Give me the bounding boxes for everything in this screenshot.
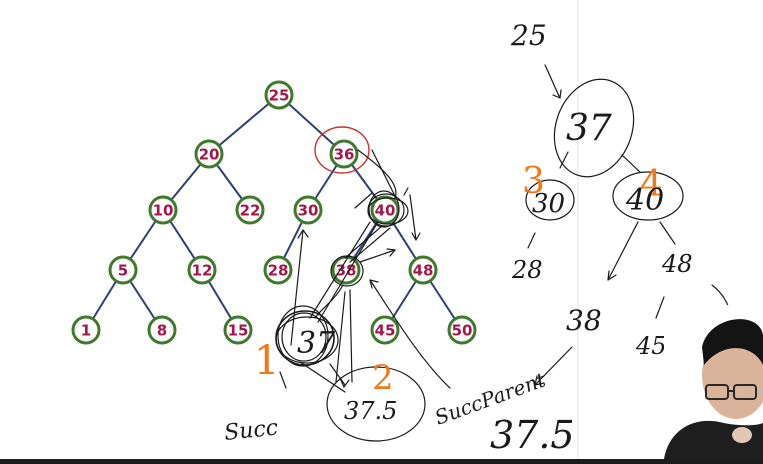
- tree-node-8: 8: [147, 315, 177, 345]
- tree-node-label: 28: [268, 262, 289, 280]
- right-label-37-5: 37.5: [490, 413, 575, 457]
- tree-node-label: 48: [413, 262, 434, 280]
- label-inserted-value: 37.5: [344, 397, 397, 425]
- tree-node-circle: [147, 315, 177, 345]
- tree-node-10: 10: [148, 195, 178, 225]
- tree-node-25: 25: [264, 80, 294, 110]
- tree-node-label: 50: [452, 322, 473, 340]
- tree-edges: [85, 94, 463, 331]
- tree-edge: [278, 94, 345, 155]
- tree-node-label: 15: [228, 322, 249, 340]
- tree-node-circle: [194, 139, 224, 169]
- tree-node-label: 45: [375, 322, 396, 340]
- tree-node-20: 20: [194, 139, 224, 169]
- tree-node-circle: [293, 195, 323, 225]
- tree-node-label: 5: [118, 262, 128, 280]
- circle-right-37: [553, 78, 635, 178]
- tree-node-circle: [263, 255, 293, 285]
- step-label-1: 1: [254, 338, 279, 384]
- tree-node-40: 40: [370, 195, 400, 225]
- tree-node-label: 1: [81, 322, 91, 340]
- webcam-overlay: [664, 305, 763, 459]
- tree-node-label: 22: [240, 202, 261, 220]
- presenter-image: [664, 305, 763, 459]
- tree-node-5: 5: [108, 255, 138, 285]
- highlight-circle-36: [314, 126, 370, 174]
- tree-node-12: 12: [187, 255, 217, 285]
- left-annotations: [275, 126, 451, 442]
- tree-node-label: 25: [269, 87, 290, 105]
- tree-node-circle: [408, 255, 438, 285]
- tree-node-circle: [370, 315, 400, 345]
- right-label-38: 38: [566, 304, 602, 337]
- tree-node-36: 36: [329, 139, 359, 169]
- circle-right-40: [612, 171, 684, 221]
- tree-node-1: 1: [71, 315, 101, 345]
- tree-node-30: 30: [293, 195, 323, 225]
- circle-37-5: [326, 366, 426, 442]
- tree-node-circle: [223, 315, 253, 345]
- tree-node-circle: [71, 315, 101, 345]
- tree-node-15: 15: [223, 315, 253, 345]
- tree-node-circle: [264, 80, 294, 110]
- tree-node-50: 50: [447, 315, 477, 345]
- tree-node-circle: [148, 195, 178, 225]
- tree-node-45: 45: [370, 315, 400, 345]
- tree-node-label: 36: [334, 146, 355, 164]
- tree-node-22: 22: [235, 195, 265, 225]
- tree-node-circle: [447, 315, 477, 345]
- tree-edge: [208, 94, 280, 155]
- tree-node-label: 30: [298, 202, 319, 220]
- tree-node-label: 20: [199, 146, 220, 164]
- tree-node-circle: [370, 195, 400, 225]
- right-label-28: 28: [511, 256, 543, 284]
- tree-node-circle: [108, 255, 138, 285]
- tree-node-48: 48: [408, 255, 438, 285]
- right-label-37: 37: [566, 108, 612, 149]
- right-label-40: 40: [625, 183, 664, 218]
- right-annotations: [525, 64, 731, 386]
- tree-node-circle: [235, 195, 265, 225]
- tree-node-label: 12: [192, 262, 213, 280]
- tree-node-label: 10: [153, 202, 174, 220]
- right-label-45: 45: [635, 332, 667, 360]
- right-label-30: 30: [532, 189, 565, 219]
- step-label-4: 4: [640, 164, 663, 205]
- tree-node-circle: [187, 255, 217, 285]
- circle-right-30: [525, 179, 575, 221]
- tree-node-label: 8: [157, 322, 167, 340]
- right-label-48: 48: [661, 250, 693, 278]
- tree-node-label: 40: [375, 202, 396, 220]
- label-succ: Succ: [223, 415, 279, 445]
- step-label-2: 2: [372, 358, 394, 398]
- right-label-25: 25: [510, 19, 547, 52]
- bottom-bar: [0, 459, 763, 464]
- tree-node-circle: [329, 139, 359, 169]
- label-new-node: 37: [297, 326, 336, 361]
- tree-node-28: 28: [263, 255, 293, 285]
- step-label-3: 3: [522, 161, 545, 202]
